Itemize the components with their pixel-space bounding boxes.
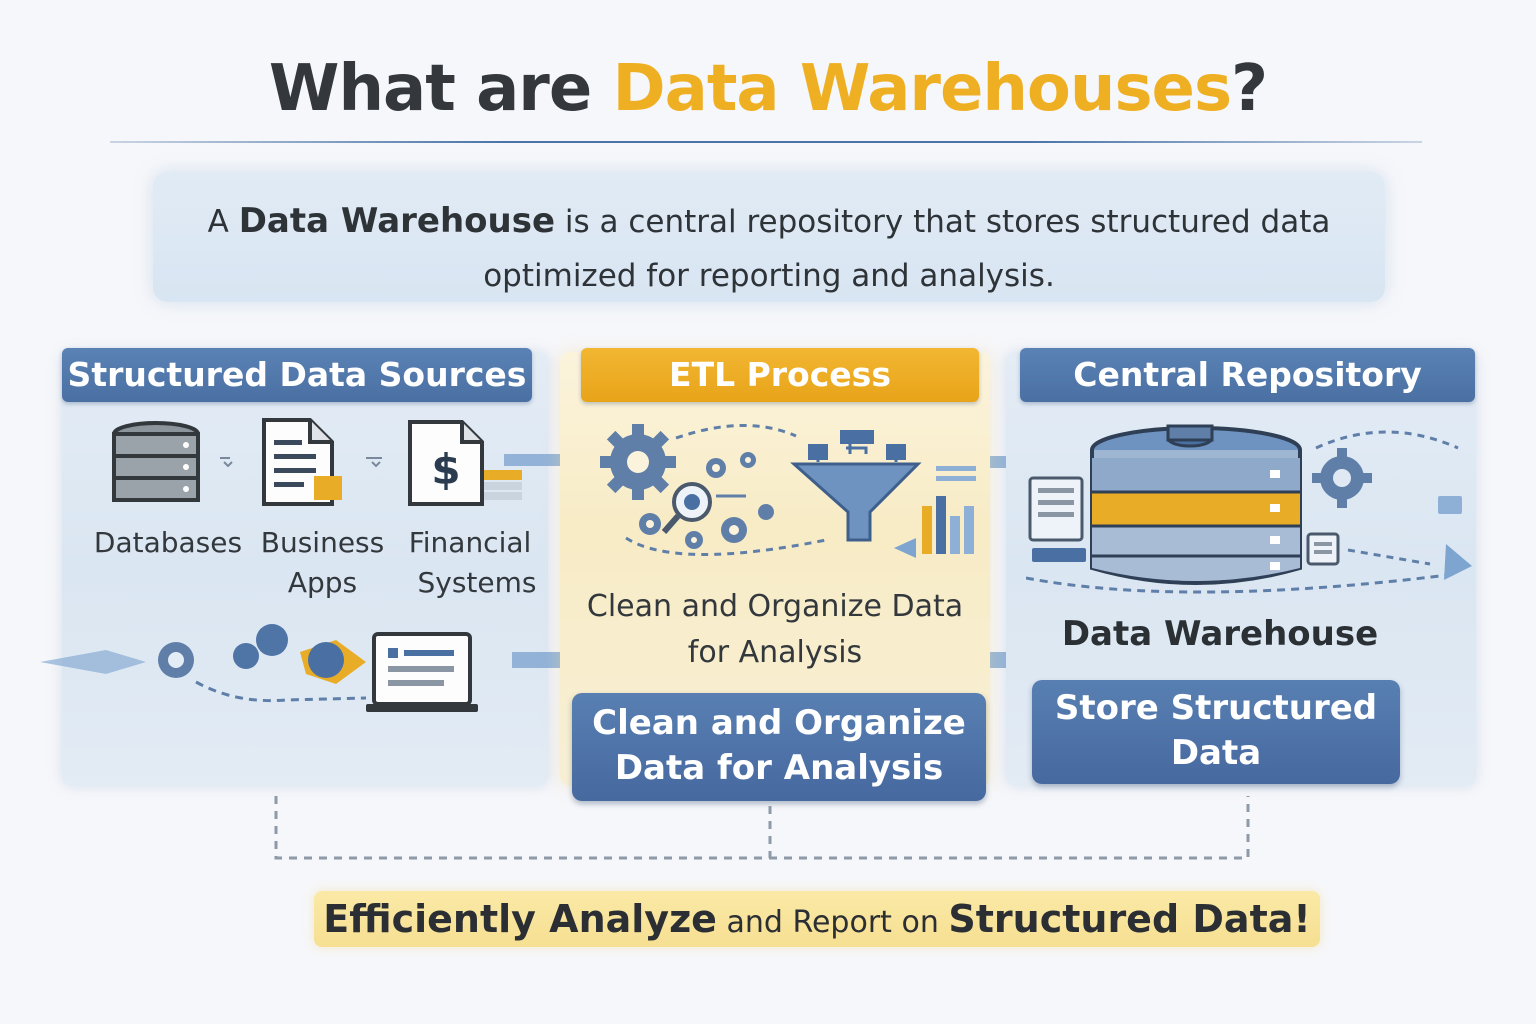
definition-box: A Data Warehouse is a central repository…	[153, 172, 1385, 302]
etl-caption: Clean and Organize Data for Analysis	[570, 584, 980, 676]
etl-caption-line1: Clean and Organize Data	[586, 589, 964, 624]
financial-systems-label: Financial Systems	[395, 523, 545, 603]
business-apps-line2: Apps	[287, 566, 358, 599]
dollar-document-icon: $	[408, 420, 522, 506]
connector-arrows	[220, 457, 382, 468]
sources-header: Structured Data Sources	[62, 348, 532, 402]
databases-label-text: Databases	[93, 526, 243, 559]
etl-button-line1: Clean and Organize	[592, 703, 966, 743]
title-part1: What are	[268, 52, 613, 126]
definition-text: A Data Warehouse is a central repository…	[153, 194, 1385, 303]
dashed-connector	[274, 796, 1250, 860]
title-divider	[110, 141, 1422, 143]
definition-rest: is a central repository that stores stru…	[555, 204, 1331, 240]
financial-systems-line1: Financial	[408, 526, 532, 559]
databases-label: Databases	[88, 523, 248, 563]
etl-gears-funnel-illustration	[600, 424, 976, 558]
banner-regular: and Report on	[716, 905, 949, 940]
repo-button-line2: Data	[1170, 733, 1262, 773]
repository-header: Central Repository	[1020, 348, 1475, 402]
repo-button-line1: Store Structured	[1054, 688, 1378, 728]
data-warehouse-illustration	[1026, 424, 1472, 594]
document-icon	[262, 418, 342, 506]
svg-text:$: $	[431, 445, 460, 494]
title-highlight: Data Warehouses	[612, 52, 1233, 126]
definition-term: Data Warehouse	[238, 201, 556, 241]
etl-header: ETL Process	[581, 348, 979, 402]
financial-systems-line2: Systems	[417, 566, 537, 599]
data-warehouse-label: Data Warehouse	[1061, 614, 1379, 654]
etl-caption-line2: for Analysis	[687, 635, 863, 670]
title-part3: ?	[1231, 52, 1268, 126]
etl-button-line2: Data for Analysis	[614, 748, 944, 788]
store-structured-data-button: Store Structured Data	[1032, 680, 1400, 784]
definition-prefix: A	[207, 204, 239, 240]
banner-bold1: Efficiently Analyze	[323, 897, 717, 941]
summary-banner: Efficiently Analyze and Report on Struct…	[314, 891, 1320, 947]
sources-flow-illustration	[40, 624, 478, 712]
business-apps-label: Business Apps	[250, 523, 395, 603]
etl-clean-organize-button: Clean and Organize Data for Analysis	[572, 693, 986, 801]
database-icon	[112, 421, 200, 502]
banner-bold2: Structured Data!	[948, 897, 1311, 941]
business-apps-line1: Business	[260, 526, 385, 559]
definition-line2: optimized for reporting and analysis.	[483, 258, 1055, 294]
page-title: What are Data Warehouses?	[0, 52, 1536, 126]
